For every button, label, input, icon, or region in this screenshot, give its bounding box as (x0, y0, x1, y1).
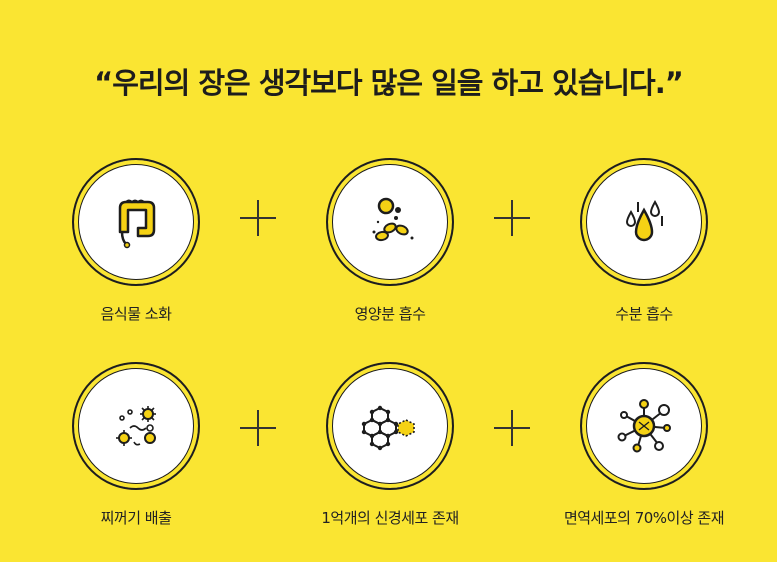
function-label: 찌꺼기 배출 (100, 509, 172, 527)
function-label: 1억개의 신경세포 존재 (321, 509, 459, 527)
icon-circle (72, 362, 200, 490)
plus-icon (240, 200, 276, 236)
plus-icon (494, 410, 530, 446)
icon-circle (580, 158, 708, 286)
icon-circle (326, 158, 454, 286)
icon-circle (326, 362, 454, 490)
nerve-cells-icon (361, 405, 415, 451)
function-label: 수분 흡수 (615, 305, 673, 323)
function-item-immune-cells: 면역세포의 70%이상 존재 (544, 362, 744, 528)
headline: “우리의 장은 생각보다 많은 일을 하고 있습니다.” (94, 66, 684, 100)
function-item-digestion: 음식물 소화 (36, 158, 236, 324)
function-label: 면역세포의 70%이상 존재 (563, 509, 725, 527)
plus-icon (494, 200, 530, 236)
function-item-waste-excretion: 찌꺼기 배출 (36, 362, 236, 528)
function-item-water-absorption: 수분 흡수 (544, 158, 744, 324)
nutrient-particles-icon (372, 197, 414, 242)
function-item-nerve-cells: 1억개의 신경세포 존재 (290, 362, 490, 528)
waste-bacteria-icon (116, 406, 156, 446)
plus-icon (240, 410, 276, 446)
icon-circle (72, 158, 200, 286)
function-label: 음식물 소화 (100, 305, 172, 323)
icon-circle (580, 362, 708, 490)
function-label: 영양분 흡수 (354, 305, 426, 323)
water-drops-icon (625, 199, 663, 242)
intestine-icon (118, 199, 156, 249)
function-item-nutrient-absorption: 영양분 흡수 (290, 158, 490, 324)
immune-cell-icon (617, 399, 671, 453)
